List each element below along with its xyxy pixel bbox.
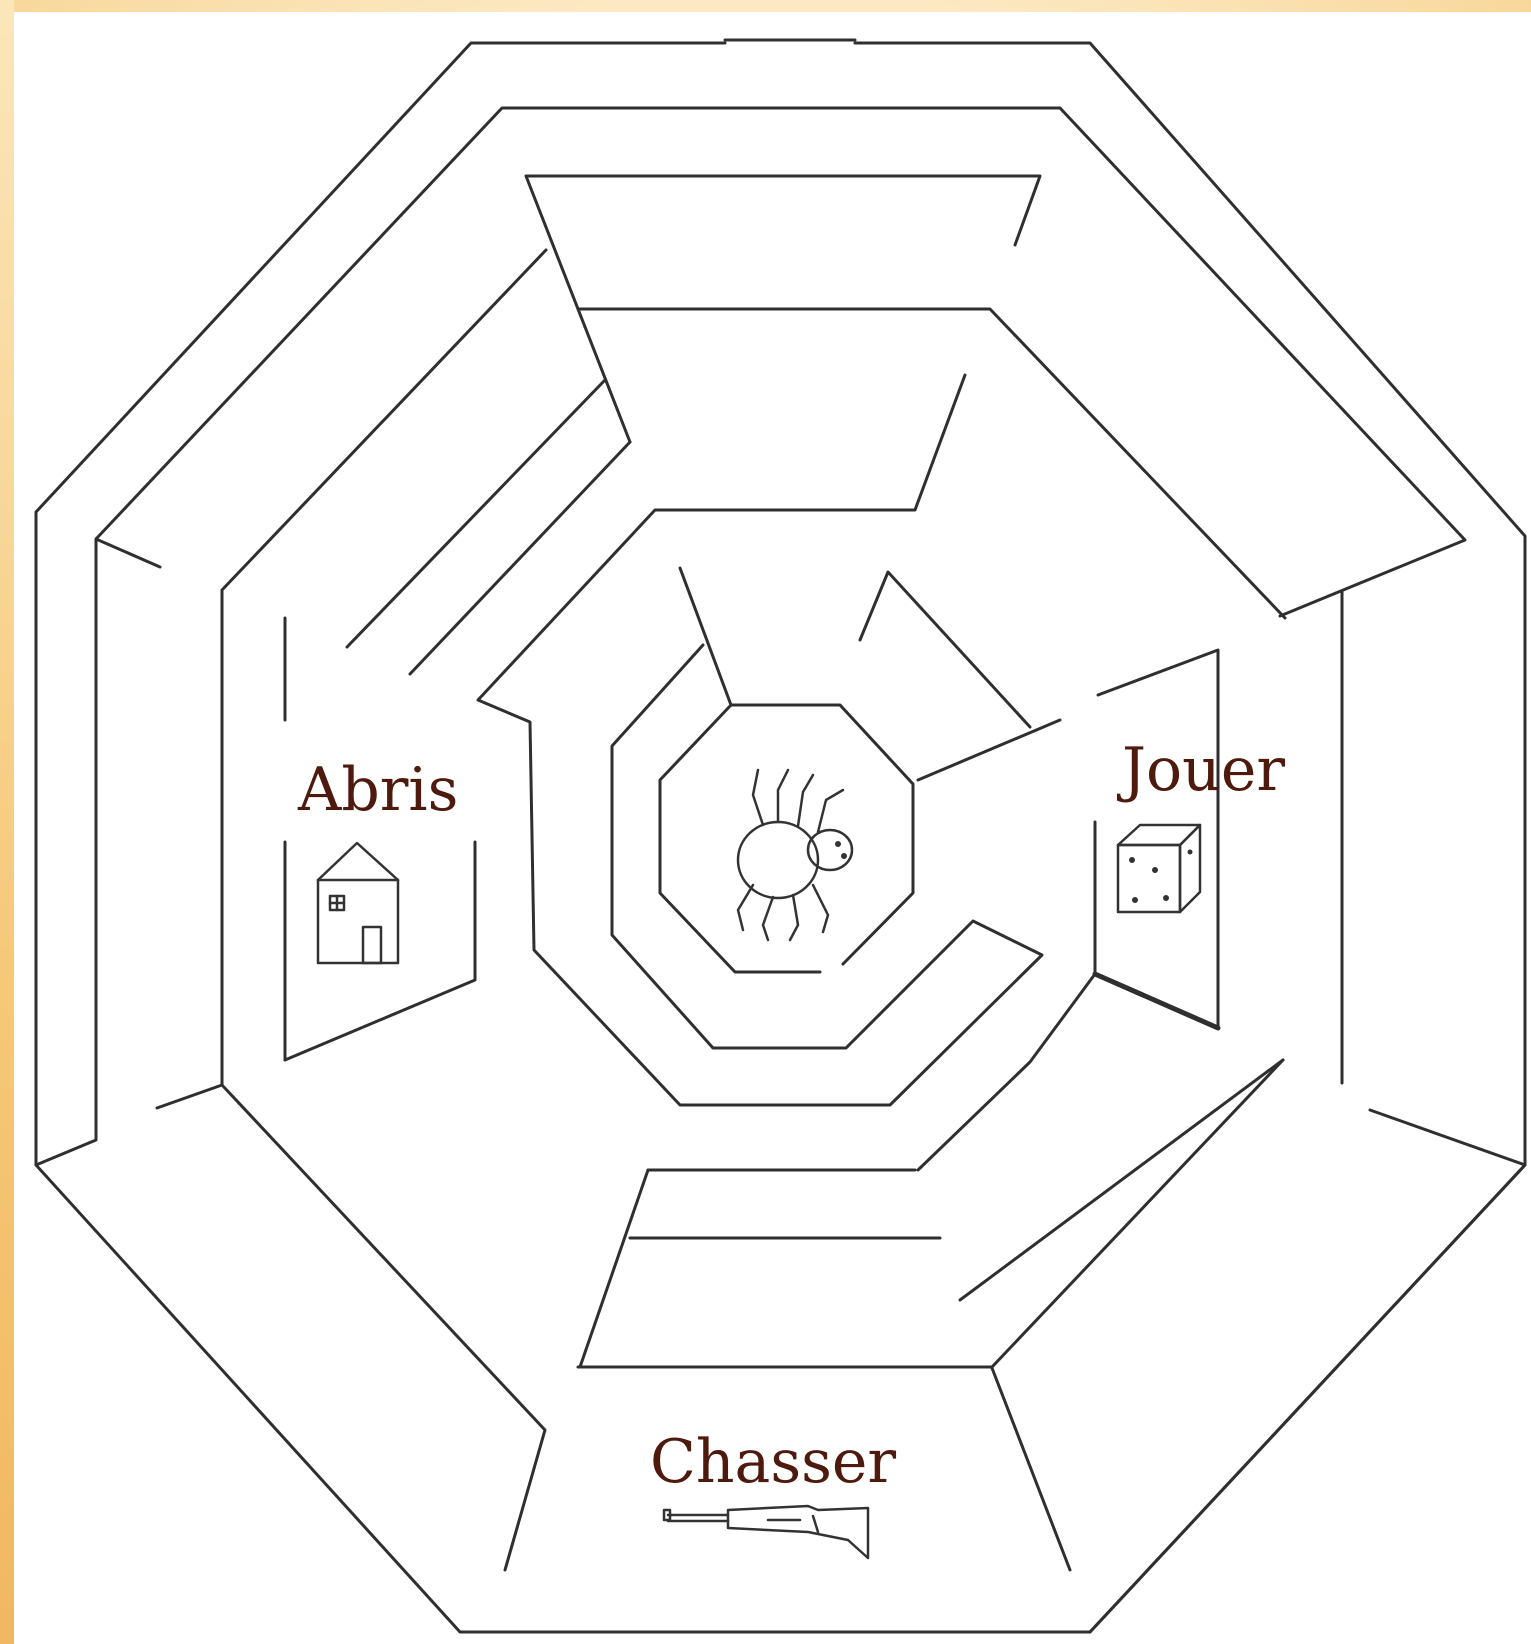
house-icon [318,843,398,963]
destination-label-shelter: Abris [298,760,458,820]
rifle-icon [664,1506,868,1558]
ring-2-walls [36,108,1525,1632]
center-chamber-walls [660,568,913,972]
destination-label-hunt: Chasser [650,1432,896,1492]
shelter-cell-walls [285,618,475,1060]
ring-4-walls [478,375,1218,1170]
destination-label-play: Jouer [1122,740,1285,800]
spider-icon [738,770,852,940]
dice-icon [1118,825,1200,912]
outer-ring-walls [36,40,1525,1632]
